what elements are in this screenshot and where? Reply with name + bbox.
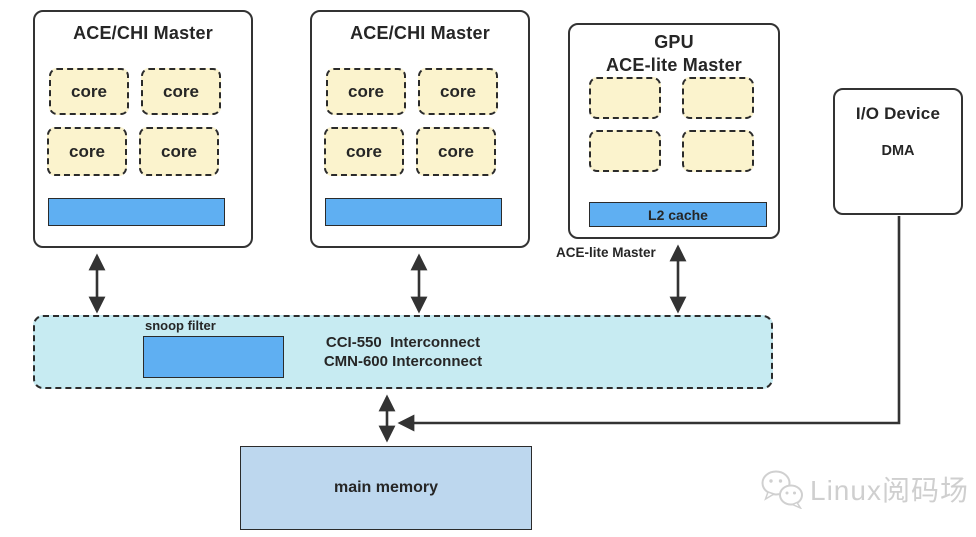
ace-chi-master-1-title: ACE/CHI Master <box>73 23 213 43</box>
gpu-title-line1: GPU <box>654 32 694 52</box>
core-box: core <box>139 127 219 176</box>
main-memory-label: main memory <box>333 479 439 496</box>
core-box: core <box>324 127 404 176</box>
wechat-icon <box>761 470 803 509</box>
core-box: core <box>418 68 498 115</box>
ace-chi-master-2-title: ACE/CHI Master <box>350 23 490 43</box>
snoop-filter-rect <box>143 336 284 378</box>
ace-lite-master-port-label: ACE-lite Master <box>556 245 656 260</box>
snoop-filter-label: snoop filter <box>145 318 216 333</box>
core-box: core <box>47 127 127 176</box>
interconnect-line2: CMN-600 Interconnect <box>323 353 483 370</box>
l2-cache-bar: L2 cache <box>589 202 767 227</box>
gpu-core-box <box>589 77 661 119</box>
core-box: core <box>326 68 406 115</box>
gpu-title-line2: ACE-lite Master <box>605 55 743 75</box>
core-box: core <box>49 68 129 115</box>
ace-chi-master-2-box: ACE/CHI Master core core core core <box>310 10 530 248</box>
ace-chi-master-1-box: ACE/CHI Master core core core core <box>33 10 253 248</box>
main-memory-box: main memory <box>240 446 532 530</box>
watermark-text: Linux阅码场 <box>810 475 969 506</box>
core-box: core <box>416 127 496 176</box>
io-dma-label: DMA <box>881 143 915 159</box>
gpu-ace-lite-master-box: GPU ACE-lite Master L2 cache <box>568 23 780 239</box>
gpu-core-box <box>682 77 754 119</box>
watermark: Linux阅码场 <box>760 469 969 509</box>
io-device-title: I/O Device <box>855 104 941 123</box>
interconnect-box: snoop filter CCI-550 Interconnect CMN-60… <box>33 315 773 389</box>
io-device-box: I/O Device DMA <box>833 88 963 215</box>
interconnect-text: CCI-550 Interconnect CMN-600 Interconnec… <box>35 333 771 371</box>
gpu-core-box <box>589 130 661 172</box>
gpu-core-box <box>682 130 754 172</box>
cache-bar <box>48 198 225 226</box>
interconnect-line1: CCI-550 Interconnect <box>325 334 481 351</box>
cache-bar <box>325 198 502 226</box>
core-box: core <box>141 68 221 115</box>
